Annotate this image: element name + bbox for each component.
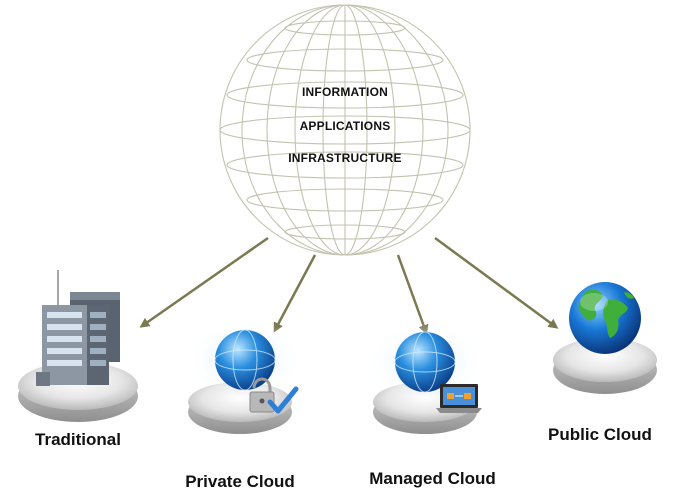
arrow-to-public-cloud xyxy=(434,236,559,329)
arrow-to-private-cloud xyxy=(273,254,317,333)
label-private-cloud: Private Cloud xyxy=(185,472,295,491)
globe-label-infrastructure: INFRASTRUCTURE xyxy=(288,151,402,165)
arrow-to-traditional xyxy=(139,236,269,328)
label-traditional: Traditional xyxy=(35,430,121,449)
globe-laptop-icon xyxy=(365,322,485,434)
arrows xyxy=(139,236,559,335)
wireframe-globe xyxy=(219,4,471,256)
globe-label-applications: APPLICATIONS xyxy=(299,119,391,133)
label-public-cloud: Public Cloud xyxy=(548,425,652,444)
office-building-icon xyxy=(18,270,138,422)
globe-label-information: INFORMATION xyxy=(302,85,388,99)
globe-lock-check-icon xyxy=(185,320,305,434)
label-managed-cloud: Managed Cloud xyxy=(369,469,496,488)
arrow-to-managed-cloud xyxy=(396,254,429,335)
earth-globe-icon xyxy=(553,282,657,394)
